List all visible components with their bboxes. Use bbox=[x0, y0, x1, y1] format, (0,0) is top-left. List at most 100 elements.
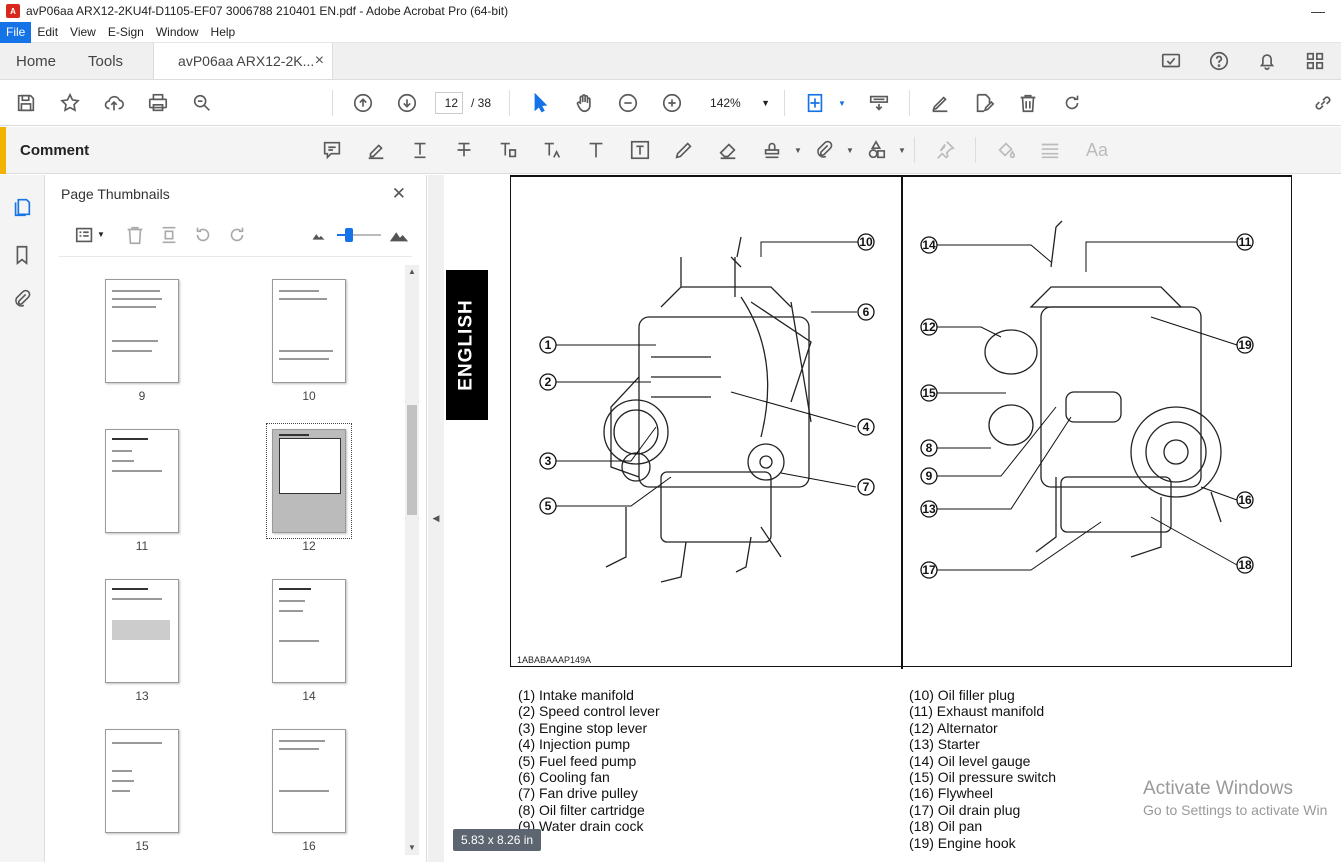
thumbnail-options-icon[interactable] bbox=[73, 223, 97, 247]
rotate-icon[interactable] bbox=[1060, 91, 1084, 115]
menu-esign[interactable]: E-Sign bbox=[107, 25, 144, 39]
chevron-left-icon: ◀ bbox=[432, 513, 440, 523]
scroll-down-icon[interactable]: ▼ bbox=[408, 843, 416, 852]
callout-circle bbox=[920, 439, 938, 457]
bookmarks-icon[interactable] bbox=[10, 243, 34, 267]
attach-chevron-icon[interactable]: ▼ bbox=[846, 145, 854, 155]
keyboard-tools-icon[interactable] bbox=[867, 91, 891, 115]
minimize-button[interactable]: — bbox=[1311, 3, 1325, 19]
menu-help[interactable]: Help bbox=[210, 25, 236, 39]
replace-text-icon[interactable] bbox=[496, 138, 520, 162]
extract-page-icon[interactable] bbox=[157, 223, 181, 247]
right-engine-alternator bbox=[984, 329, 1038, 375]
callout-number: 1 bbox=[545, 338, 552, 352]
tab-tools[interactable]: Tools bbox=[88, 52, 124, 70]
notifications-bell-icon[interactable] bbox=[1255, 49, 1279, 73]
save-icon[interactable] bbox=[14, 91, 38, 115]
attachments-icon[interactable] bbox=[10, 287, 34, 311]
page-thumbnail[interactable] bbox=[272, 279, 346, 383]
insert-text-icon[interactable] bbox=[540, 138, 564, 162]
left-engine-pulley bbox=[747, 443, 785, 481]
menu-view[interactable]: View bbox=[70, 25, 96, 39]
help-icon[interactable] bbox=[1207, 49, 1231, 73]
menu-edit[interactable]: Edit bbox=[37, 25, 59, 39]
attach-file-icon[interactable] bbox=[812, 138, 836, 162]
page-thumbnail[interactable] bbox=[105, 279, 179, 383]
stamp-icon[interactable] bbox=[760, 138, 784, 162]
bookmark-star-icon[interactable] bbox=[58, 91, 82, 115]
strikethrough-text-icon[interactable] bbox=[452, 138, 476, 162]
thumbnail-small-icon[interactable] bbox=[307, 223, 331, 247]
upload-cloud-icon[interactable] bbox=[102, 91, 126, 115]
print-icon[interactable] bbox=[146, 91, 170, 115]
page-number-input[interactable]: 12 bbox=[435, 92, 463, 114]
thumbnail-large-icon[interactable] bbox=[387, 223, 411, 247]
fill-sign-icon[interactable] bbox=[928, 91, 952, 115]
tab-close-icon[interactable]: × bbox=[314, 52, 325, 69]
panel-close-icon[interactable]: ✕ bbox=[391, 184, 406, 203]
hand-tool-icon[interactable] bbox=[572, 91, 596, 115]
delete-trash-icon[interactable] bbox=[1016, 91, 1040, 115]
tab-home[interactable]: Home bbox=[16, 52, 57, 70]
shapes-icon[interactable] bbox=[864, 138, 888, 162]
shapes-chevron-icon[interactable]: ▼ bbox=[898, 145, 906, 155]
page-thumbnail[interactable] bbox=[105, 429, 179, 533]
tab-document[interactable]: avP06aa ARX12-2K... × bbox=[153, 43, 334, 79]
thumbnail-scrollbar[interactable]: ▲ ▼ bbox=[405, 265, 419, 855]
slider-fill bbox=[336, 233, 349, 236]
delete-page-icon[interactable] bbox=[123, 223, 147, 247]
callout-leader bbox=[937, 416, 1072, 510]
sticky-note-icon[interactable] bbox=[320, 138, 344, 162]
pencil-draw-icon[interactable] bbox=[672, 138, 696, 162]
page-thumbnail[interactable] bbox=[105, 729, 179, 833]
menu-window[interactable]: Window bbox=[155, 25, 199, 39]
options-chevron-icon[interactable]: ▼ bbox=[97, 230, 105, 239]
zoom-search-icon[interactable] bbox=[190, 91, 214, 115]
callout-leader bbox=[556, 426, 657, 462]
rotate-right-icon[interactable] bbox=[225, 223, 249, 247]
thumbnail-size-slider[interactable] bbox=[336, 227, 381, 242]
engine-figure: 10 6 1 2 4 3 7 5 bbox=[510, 175, 1292, 669]
add-text-icon[interactable] bbox=[584, 138, 608, 162]
share-screen-icon[interactable] bbox=[1159, 49, 1183, 73]
page-thumbnail[interactable] bbox=[105, 579, 179, 683]
fit-page-icon[interactable] bbox=[803, 91, 827, 115]
rotate-left-icon[interactable] bbox=[191, 223, 215, 247]
previous-page-icon[interactable] bbox=[351, 91, 375, 115]
thumbnail-label: 12 bbox=[302, 539, 316, 553]
fit-dropdown-chevron-icon[interactable]: ▼ bbox=[838, 98, 846, 108]
share-link-icon[interactable] bbox=[1311, 91, 1335, 115]
scrollbar-handle[interactable] bbox=[407, 405, 417, 515]
zoom-out-icon[interactable] bbox=[616, 91, 640, 115]
slider-handle[interactable] bbox=[344, 227, 353, 242]
line-weight-icon[interactable] bbox=[1038, 138, 1062, 162]
callout-number: 6 bbox=[863, 305, 870, 319]
pin-icon[interactable] bbox=[933, 138, 957, 162]
page-thumbnails-icon[interactable] bbox=[10, 195, 34, 219]
highlight-icon[interactable] bbox=[364, 138, 388, 162]
thumbnail-label: 9 bbox=[138, 389, 146, 403]
page-thumbnail-selected[interactable] bbox=[266, 423, 352, 539]
page-thumbnail[interactable] bbox=[272, 579, 346, 683]
eraser-icon[interactable] bbox=[716, 138, 740, 162]
window-title: avP06aa ARX12-2KU4f-D1105-EF07 3006788 2… bbox=[26, 4, 509, 18]
menu-file[interactable]: File bbox=[0, 21, 32, 43]
page-thumbnail[interactable] bbox=[272, 729, 346, 833]
fill-color-icon[interactable] bbox=[994, 138, 1018, 162]
next-page-icon[interactable] bbox=[395, 91, 419, 115]
stamp-chevron-icon[interactable]: ▼ bbox=[794, 145, 802, 155]
toolbar-divider bbox=[332, 90, 333, 116]
apps-grid-icon[interactable] bbox=[1303, 49, 1327, 73]
thumbnail-toolbar: ▼ bbox=[59, 213, 412, 257]
zoom-in-icon[interactable] bbox=[660, 91, 684, 115]
text-box-icon[interactable] bbox=[628, 138, 652, 162]
legend-item: (16) Flywheel bbox=[909, 785, 994, 802]
underline-text-icon[interactable] bbox=[408, 138, 432, 162]
watermark-line-1: Activate Windows bbox=[1143, 778, 1293, 799]
zoom-dropdown[interactable]: 142%▼ bbox=[700, 96, 770, 110]
select-cursor-icon[interactable] bbox=[528, 91, 552, 115]
collapse-panel-button[interactable]: ◀ bbox=[428, 175, 444, 862]
scroll-up-icon[interactable]: ▲ bbox=[408, 267, 416, 276]
font-aa-icon[interactable]: Aa bbox=[1085, 139, 1109, 160]
edit-pdf-icon[interactable] bbox=[972, 91, 996, 115]
